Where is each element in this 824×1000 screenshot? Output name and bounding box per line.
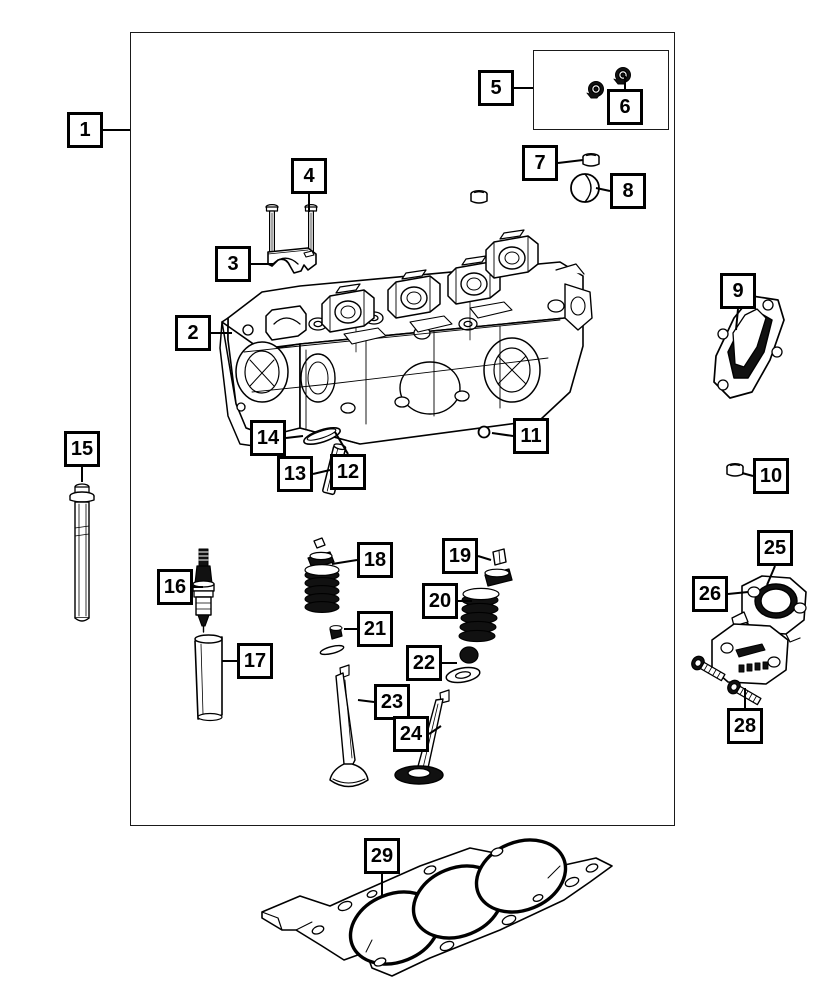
art-spark-plug — [192, 548, 215, 633]
callout-16-spark-plug[interactable]: 16 — [157, 569, 193, 605]
callout-23-intake-valve[interactable]: 23 — [374, 684, 410, 720]
callout-29-cylinder-head-gasket[interactable]: 29 — [364, 838, 400, 874]
callout-11-o-ring[interactable]: 11 — [513, 418, 549, 454]
art-seal-ring — [303, 427, 341, 445]
leader-7 — [557, 159, 584, 164]
art-housing-bolts — [691, 655, 762, 706]
callout-4-bearing-cap-bolt[interactable]: 4 — [291, 158, 327, 194]
leader-18 — [331, 559, 358, 565]
art-thermostat-housing — [731, 575, 807, 643]
callout-6-sensor[interactable]: 6 — [607, 89, 643, 125]
art-cam-bearing-towers — [265, 229, 539, 345]
callout-14-seal-ring[interactable]: 14 — [250, 420, 286, 456]
callout-8-cup-plug-large[interactable]: 8 — [610, 173, 646, 209]
callout-22-spring-seat[interactable]: 22 — [406, 645, 442, 681]
leader-10 — [741, 472, 754, 477]
callout-13-dowel-pin[interactable]: 13 — [277, 456, 313, 492]
art-cylinder-head-bolt — [69, 483, 95, 622]
art-valve-spring-stack-left — [304, 537, 369, 788]
sensor-kit-inset-frame — [533, 50, 669, 130]
callout-28-housing-bolt[interactable]: 28 — [727, 708, 763, 744]
leader-23 — [357, 699, 375, 703]
callout-10-plug[interactable]: 10 — [753, 458, 789, 494]
callout-7-cup-plug-small[interactable]: 7 — [522, 145, 558, 181]
callout-9-thermostat-gasket[interactable]: 9 — [720, 273, 756, 309]
callout-5-sensor-kit[interactable]: 5 — [478, 70, 514, 106]
leader-9 — [735, 308, 739, 331]
callout-15-cylinder-head-bolt[interactable]: 15 — [64, 431, 100, 467]
callout-1-cylinder-head-assembly[interactable]: 1 — [67, 112, 103, 148]
leader-19 — [477, 555, 492, 561]
art-valve-spring-stack-right — [394, 548, 513, 785]
art-cup-plug-large — [570, 173, 600, 203]
callout-18-valve-spring-retainer[interactable]: 18 — [357, 542, 393, 578]
callout-2-cylinder-head[interactable]: 2 — [175, 315, 211, 351]
leader-14 — [285, 435, 304, 439]
callout-20-valve-spring[interactable]: 20 — [422, 583, 458, 619]
leader-24 — [428, 725, 442, 735]
art-o-ring — [477, 425, 491, 439]
leader-12 — [334, 431, 349, 455]
leader-25 — [766, 565, 776, 586]
callout-21-valve-stem-seal[interactable]: 21 — [357, 611, 393, 647]
art-spark-plug-tube — [194, 634, 223, 722]
callout-3-camshaft-bearing-cap[interactable]: 3 — [215, 246, 251, 282]
leader-13 — [312, 469, 331, 475]
art-cylinder-head-gasket — [261, 838, 613, 977]
art-cup-plugs — [470, 153, 600, 204]
callout-19-valve-keeper[interactable]: 19 — [442, 538, 478, 574]
leader-8 — [595, 187, 611, 192]
callout-12-dowel[interactable]: 12 — [330, 454, 366, 490]
callout-17-spark-plug-tube[interactable]: 17 — [237, 643, 273, 679]
callout-25-thermostat-housing[interactable]: 25 — [757, 530, 793, 566]
leader-26 — [727, 591, 749, 595]
main-assembly-frame — [130, 32, 675, 826]
art-water-outlet — [711, 623, 789, 685]
leader-11 — [491, 432, 514, 437]
callout-24-exhaust-valve[interactable]: 24 — [393, 716, 429, 752]
callout-26-water-outlet[interactable]: 26 — [692, 576, 728, 612]
